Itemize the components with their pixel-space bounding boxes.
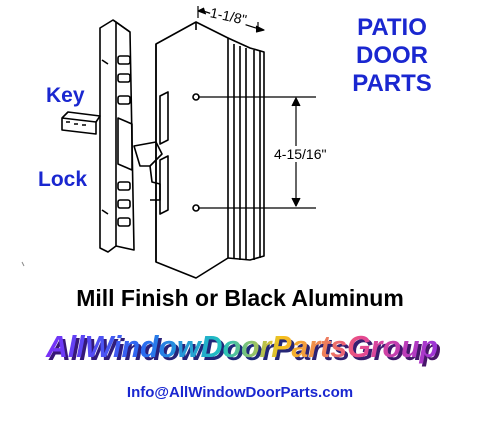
handle-line-drawing <box>21 6 316 279</box>
pull-handle <box>155 21 265 279</box>
dimension-lines <box>197 6 316 209</box>
brand-logo: AllWindowDoorPartsGroup AllWindowDoorPar… <box>45 329 441 367</box>
lock-lever <box>133 141 163 201</box>
page-title: PATIO DOOR PARTS <box>322 14 462 98</box>
height-dimension: 4-15/16" <box>272 146 329 162</box>
title-line-1: PATIO <box>357 14 427 41</box>
svg-text:AllWindowDoorPartsGroup: AllWindowDoorPartsGroup <box>48 332 441 367</box>
lock-body <box>99 19 135 253</box>
key-cylinder <box>61 111 101 135</box>
key-label: Key <box>46 84 85 107</box>
title-line-2: DOOR <box>356 42 428 69</box>
lock-label: Lock <box>38 168 88 191</box>
logo-text: AllWindowDoorPartsGroup <box>45 329 438 364</box>
contact-email[interactable]: Info@AllWindowDoorParts.com <box>126 384 354 401</box>
title-line-3: PARTS <box>352 70 432 97</box>
finish-text: Mill Finish or Black Aluminum <box>76 285 404 311</box>
